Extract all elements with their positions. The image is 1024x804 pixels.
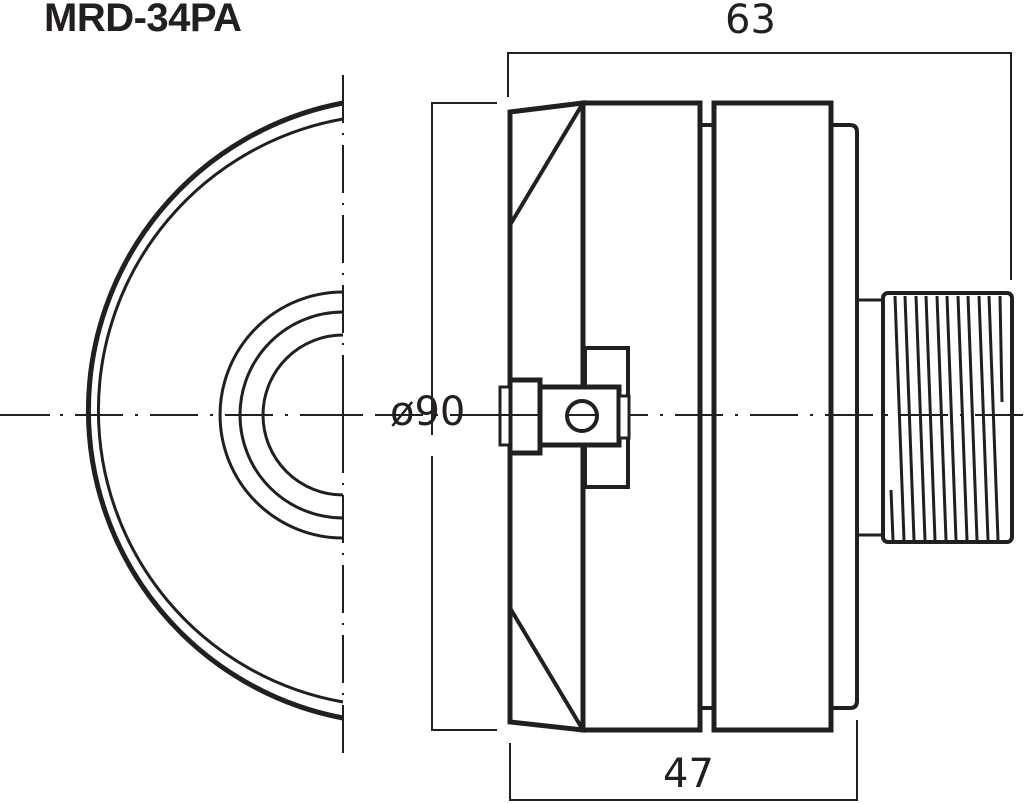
threaded-connector xyxy=(883,293,1012,542)
dimension-line-63 xyxy=(508,53,1011,280)
rear-cap xyxy=(831,125,857,708)
terminal-nut xyxy=(510,380,540,453)
terminal-screw-hole xyxy=(567,401,597,431)
thread-lines xyxy=(891,296,1002,540)
dimension-line-90-bottom xyxy=(432,456,497,730)
dimension-line-47 xyxy=(510,720,857,800)
dimension-lines xyxy=(432,53,1011,800)
dimension-overall-length: 63 xyxy=(725,0,776,43)
side-view xyxy=(490,103,1012,730)
throat-arc-outer xyxy=(220,292,343,538)
dimension-line-90-top xyxy=(432,103,497,435)
terminal-end xyxy=(619,396,629,438)
model-title: MRD-34PA xyxy=(44,0,242,40)
dimension-body-length: 47 xyxy=(663,751,714,797)
dimension-diameter: ø90 xyxy=(390,389,466,435)
body-section-2 xyxy=(714,103,831,730)
outer-rim-arc xyxy=(88,103,343,718)
inner-rim-arc xyxy=(98,119,343,702)
